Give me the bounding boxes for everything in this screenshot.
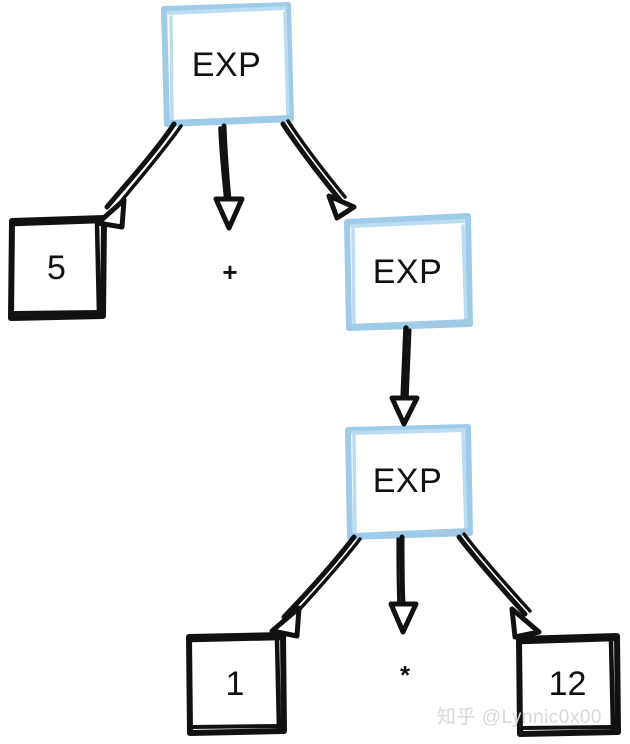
- edge-inner-times: [388, 534, 419, 635]
- node-box-term-1[interactable]: [186, 632, 287, 736]
- edge-root-5: [95, 121, 183, 230]
- node-box-exp-root[interactable]: [161, 2, 294, 127]
- edge-inner-1: [269, 534, 362, 639]
- node-box-exp-inner[interactable]: [345, 424, 473, 540]
- node-box-term-12[interactable]: [516, 633, 621, 737]
- edge-root-plus: [213, 123, 245, 231]
- node-box-term-5[interactable]: [8, 215, 107, 321]
- edge-inner-12: [456, 532, 542, 640]
- node-box-exp-right[interactable]: [344, 213, 473, 331]
- edge-exp-exp: [389, 325, 420, 427]
- edge-root-exp: [280, 119, 357, 221]
